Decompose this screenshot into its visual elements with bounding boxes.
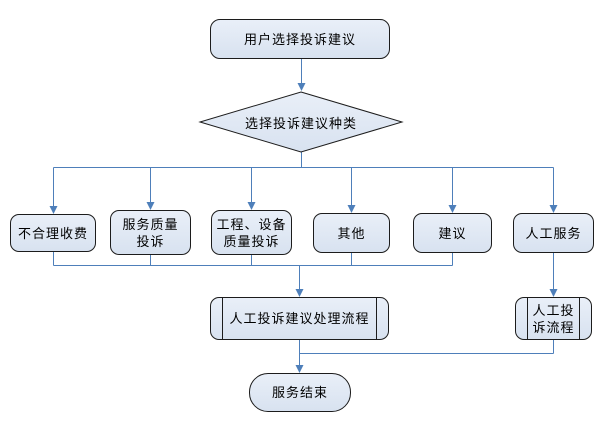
branch-node-suggestion: 建议	[413, 213, 492, 253]
decision-node-label: 选择投诉建议种类	[244, 115, 357, 131]
branch-node-unreasonable-charges: 不合理收费	[10, 214, 96, 252]
process-node-manual-complaint-process: 人工投 诉流程	[515, 297, 592, 340]
process-node-manual-suggestion-process: 人工投诉建议处理流程	[210, 297, 389, 340]
end-node: 服务结束	[249, 373, 351, 412]
branch-node-engineering-equipment-quality-complaint: 工程、设备 质量投诉	[211, 210, 292, 255]
branch-node-other: 其他	[313, 213, 390, 253]
branch-node-service-quality-complaint: 服务质量 投诉	[110, 210, 191, 255]
start-node: 用户选择投诉建议	[210, 19, 390, 59]
branch-node-manual-service: 人工服务	[513, 213, 594, 253]
decision-diamond-shape	[198, 91, 404, 153]
